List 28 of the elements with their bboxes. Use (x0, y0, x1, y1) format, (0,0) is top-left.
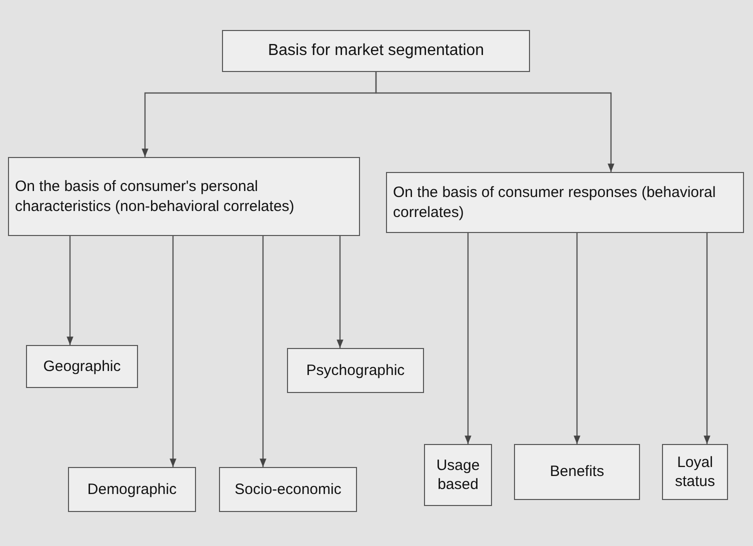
category-box (8, 157, 360, 236)
category-box (514, 444, 640, 500)
category-label: Socio-economic (234, 480, 342, 500)
category-label: Loyal status (674, 452, 716, 492)
arrow (464, 233, 472, 444)
category-box (68, 467, 196, 512)
arrow (66, 236, 74, 345)
category-label: Basis for market segmentation (268, 40, 484, 61)
category-box (26, 345, 138, 388)
arrow (260, 236, 266, 467)
arrow (704, 233, 710, 444)
arrow (574, 233, 580, 444)
category-label: Geographic (43, 356, 121, 376)
category-label: Usage based (435, 456, 481, 494)
category-box (222, 30, 530, 72)
arrow (170, 236, 176, 467)
category-box (424, 444, 492, 506)
category-box (287, 348, 424, 393)
category-box (386, 172, 744, 233)
category-box (662, 444, 728, 500)
category-label: Psychographic (306, 360, 405, 380)
arrow (336, 236, 344, 348)
category-label: Demographic (87, 480, 177, 500)
category-label: Benefits (550, 462, 604, 482)
category-label: On the basis of consumer responses (behavioral correlates) (393, 183, 717, 222)
arrow (375, 72, 614, 172)
category-box (219, 467, 357, 512)
category-label: On the basis of consumer's personal characteristics (non-behavioral correlates) (15, 177, 296, 216)
